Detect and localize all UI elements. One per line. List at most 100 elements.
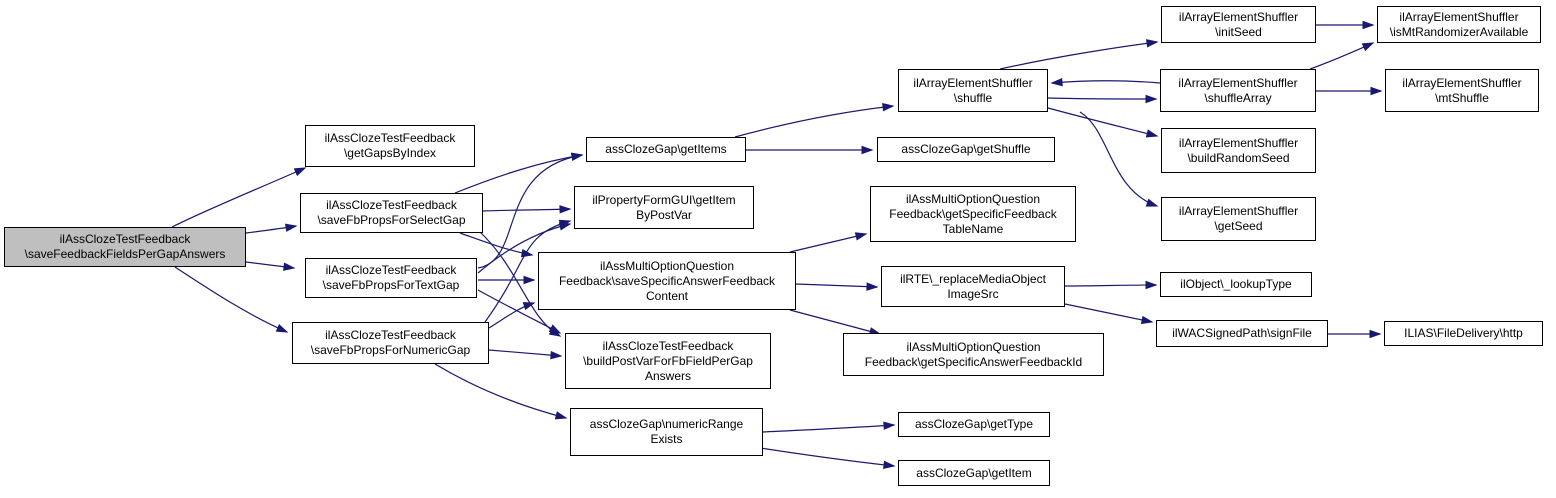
- node-lookuptype[interactable]: ilObject\_lookupType: [1160, 272, 1312, 297]
- edge-shufflearray-to-ismt: [1309, 42, 1375, 70]
- edge-root-to-textgap: [245, 261, 296, 271]
- node-label-line: ilAssMultiOptionQuestion: [905, 191, 1041, 206]
- edge-numericgap-to-propform: [484, 219, 572, 323]
- edge-line: [1064, 284, 1157, 287]
- node-buildpostvar[interactable]: ilAssClozeTestFeedback\buildPostVarForFb…: [565, 333, 771, 389]
- node-root[interactable]: ilAssClozeTestFeedback\saveFeedbackField…: [4, 227, 246, 267]
- node-label-line: ilWACSignedPath\signFile: [1172, 326, 1312, 340]
- edge-line: [789, 233, 867, 253]
- node-http[interactable]: ILIAS\FileDelivery\http: [1384, 321, 1543, 346]
- node-label-line: assClozeGap\getItems: [605, 142, 727, 156]
- node-label-line: \saveFbPropsForSelectGap: [317, 213, 466, 227]
- edge-arrowhead-icon: [1362, 20, 1375, 30]
- node-label-line: \shuffle: [953, 90, 993, 105]
- node-label-line: assClozeGap\getShuffle: [901, 142, 1031, 156]
- edge-replacemedia-to-lookuptype: [1064, 280, 1158, 290]
- edge-arrowhead-icon: [1050, 77, 1063, 87]
- node-label-line: \saveFbPropsForNumericGap: [310, 343, 471, 357]
- edge-shuffle-to-buildseed: [1047, 107, 1159, 138]
- node-label-line: \getSeed: [1214, 219, 1263, 233]
- edge-arrowhead-icon: [854, 232, 868, 241]
- node-label-line: ILIAS\FileDelivery\http: [1404, 326, 1523, 340]
- edge-line: [789, 309, 881, 335]
- node-gapsbyindex[interactable]: ilAssClozeTestFeedback\getGapsByIndex: [305, 125, 475, 167]
- node-selectgap[interactable]: ilAssClozeTestFeedback\saveFbPropsForSel…: [300, 193, 483, 233]
- node-label-line: ilAssClozeTestFeedback: [325, 263, 457, 277]
- node-label-line: \shuffleArray: [1204, 90, 1272, 105]
- node-label-line: ImageSrc: [947, 286, 999, 301]
- node-label-line: \getGapsByIndex: [343, 146, 437, 160]
- node-signfile[interactable]: ilWACSignedPath\signFile: [1156, 320, 1328, 347]
- edge-arrowhead-icon: [550, 350, 563, 360]
- edge-shufflearray-to-mtshuffle: [1316, 86, 1383, 96]
- edge-arrowhead-icon: [570, 152, 584, 161]
- edge-arrowhead-icon: [1369, 329, 1382, 339]
- edge-line: [484, 220, 571, 323]
- node-textgap[interactable]: ilAssClozeTestFeedback\saveFbPropsForTex…: [305, 258, 477, 298]
- edge-getitems-to-shuffle: [734, 103, 895, 138]
- edge-root-to-numericgap: [174, 266, 289, 333]
- node-getitem[interactable]: assClozeGap\getItem: [898, 460, 1050, 486]
- edge-arrowhead-icon: [1145, 129, 1159, 138]
- node-label-line: ilArrayElementShuffler: [1178, 75, 1298, 90]
- node-label-line: Feedback\saveSpecificAnswerFeedback: [558, 273, 776, 288]
- node-mtshuffle[interactable]: ilArrayElementShuffler\mtShuffle: [1385, 69, 1539, 112]
- edge-arrowhead-icon: [883, 421, 896, 430]
- edge-line: [999, 41, 1158, 70]
- node-label-line: ilObject\_lookupType: [1180, 277, 1292, 291]
- edge-line: [488, 349, 562, 357]
- node-shufflearray[interactable]: ilArrayElementShuffler\shuffleArray: [1160, 69, 1316, 112]
- node-ismt[interactable]: ilArrayElementShuffler\isMtRandomizerAva…: [1377, 6, 1541, 43]
- edge-numericgap-to-buildpostvar: [488, 349, 563, 360]
- edge-arrowhead-icon: [861, 145, 874, 155]
- node-shuffle[interactable]: ilArrayElementShuffler\shuffle: [898, 69, 1048, 112]
- node-label-line: assClozeGap\getType: [914, 417, 1034, 431]
- node-getseed[interactable]: ilArrayElementShuffler\getSeed: [1161, 197, 1316, 241]
- edge-signfile-to-http: [1328, 329, 1382, 339]
- edge-arrowhead-icon: [866, 282, 879, 291]
- edge-numericgap-to-numrange: [434, 363, 568, 420]
- node-numericgap[interactable]: ilAssClozeTestFeedback\saveFbPropsForNum…: [292, 322, 489, 364]
- node-label-line: Answers: [644, 368, 691, 383]
- edge-arrowhead-icon: [1145, 94, 1158, 104]
- edge-arrowhead-icon: [1370, 86, 1383, 96]
- node-buildseed[interactable]: ilArrayElementShuffler\buildRandomSeed: [1161, 128, 1316, 173]
- node-label-line: ilArrayElementShuffler: [1178, 135, 1299, 150]
- node-initseed[interactable]: ilArrayElementShuffler\initSeed: [1161, 6, 1316, 43]
- edge-arrowhead-icon: [523, 275, 536, 285]
- node-getitems[interactable]: assClozeGap\getItems: [586, 137, 746, 162]
- node-label-line: ByPostVar: [636, 207, 692, 222]
- node-label-line: ilRTE\_replaceMediaObject: [900, 271, 1046, 286]
- node-label-line: ilAssClozeTestFeedback: [325, 328, 456, 342]
- node-label-line: ilAssClozeTestFeedback: [324, 131, 456, 145]
- edge-arrowhead-icon: [275, 323, 289, 333]
- node-label-line: assClozeGap\numericRange: [589, 417, 744, 431]
- edge-arrowhead-icon: [293, 167, 307, 177]
- edge-line: [1064, 303, 1153, 323]
- node-label-line: \buildPostVarForFbFieldPerGap: [583, 353, 753, 368]
- node-gettype[interactable]: assClozeGap\getType: [898, 412, 1050, 437]
- edge-textgap-to-buildpostvar: [477, 289, 562, 334]
- edge-arrowhead-icon: [520, 248, 534, 258]
- edge-shufflearray-to-shuffle: [1050, 77, 1161, 87]
- edge-arrowhead-icon: [284, 223, 298, 232]
- node-label-line: Content: [645, 288, 689, 303]
- edge-line: [1047, 107, 1158, 137]
- edge-savespecific-to-replacemedia: [795, 282, 879, 291]
- edge-line: [479, 231, 561, 337]
- edge-arrowhead-icon: [1140, 315, 1154, 325]
- edge-getitems-to-getshuffle: [745, 145, 874, 155]
- node-getshuffle[interactable]: assClozeGap\getShuffle: [877, 137, 1055, 162]
- edge-line: [459, 232, 533, 256]
- edge-line: [454, 154, 583, 194]
- edge-root-to-selectgap: [245, 223, 298, 234]
- node-label-line: ilArrayElementShuffler: [1178, 204, 1299, 218]
- node-label-line: \initSeed: [1215, 24, 1262, 39]
